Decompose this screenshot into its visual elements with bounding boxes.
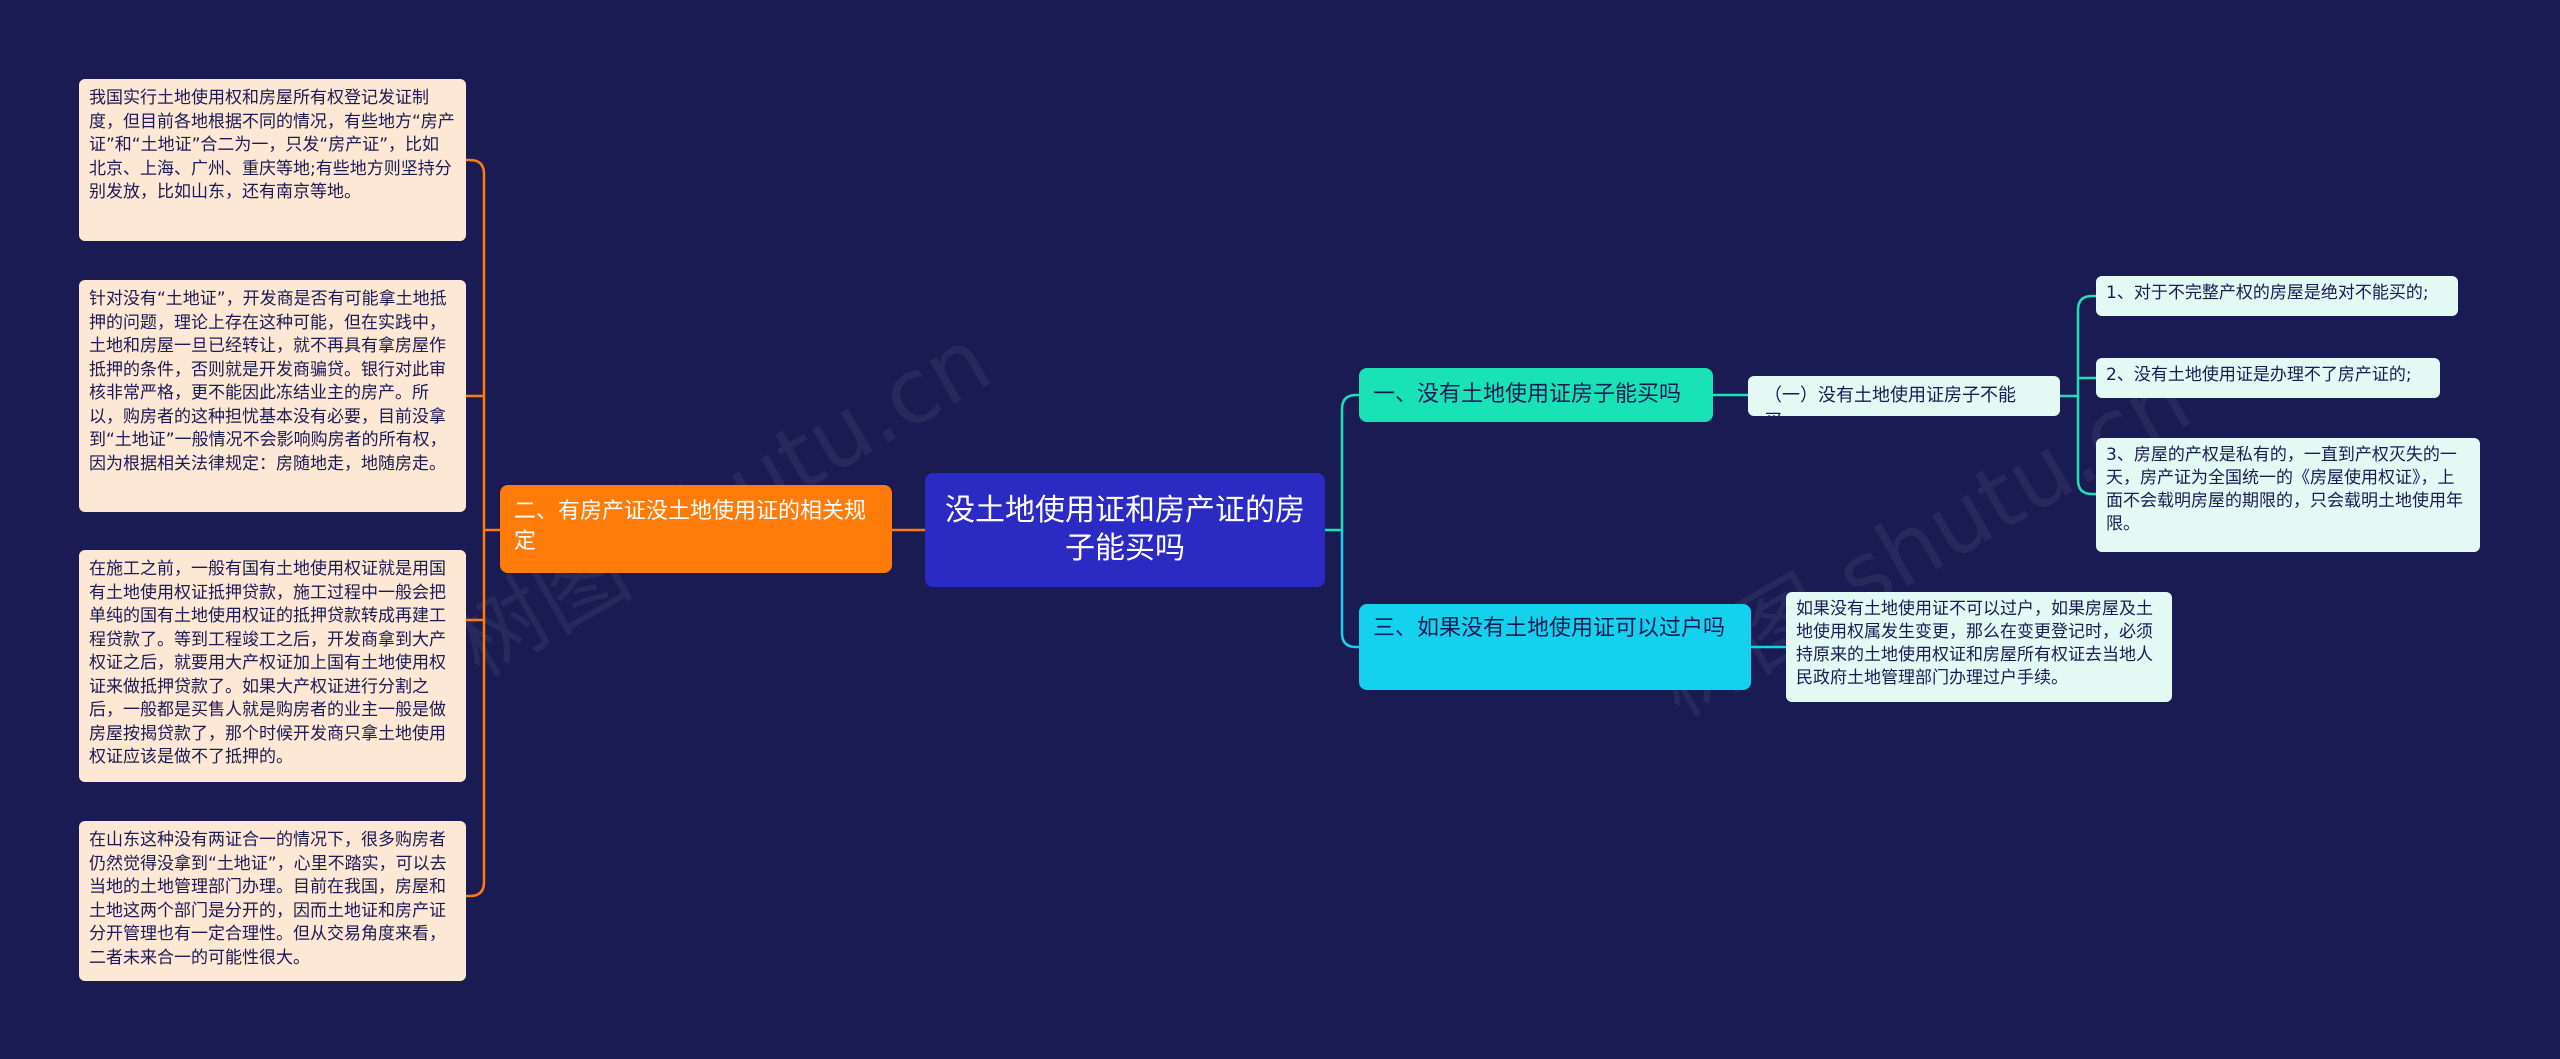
- leaf-2[interactable]: 2、没有土地使用证是办理不了房产证的;: [2096, 358, 2440, 398]
- note-4-text: 在山东这种没有两证合一的情况下，很多购房者仍然觉得没拿到“土地证”，心里不踏实，…: [89, 830, 447, 968]
- leaf-transfer-text: 如果没有土地使用证不可以过户，如果房屋及土地使用权属发生变更，那么在变更登记时，…: [1796, 599, 2153, 688]
- root-topic-text: 没土地使用证和房产证的房子能买吗: [945, 493, 1305, 566]
- note-1-text: 我国实行土地使用权和房屋所有权登记发证制度，但目前各地根据不同的情况，有些地方“…: [89, 88, 455, 202]
- leaf-transfer[interactable]: 如果没有土地使用证不可以过户，如果房屋及土地使用权属发生变更，那么在变更登记时，…: [1786, 592, 2172, 702]
- sub-topic-label: （一）没有土地使用证房子不能买。: [1764, 385, 2016, 432]
- root-topic[interactable]: 没土地使用证和房产证的房子能买吗: [925, 473, 1325, 587]
- leaf-1[interactable]: 1、对于不完整产权的房屋是绝对不能买的;: [2096, 276, 2458, 316]
- note-4[interactable]: 在山东这种没有两证合一的情况下，很多购房者仍然觉得没拿到“土地证”，心里不踏实，…: [79, 821, 466, 981]
- branch-1-label: 一、没有土地使用证房子能买吗: [1373, 382, 1682, 407]
- leaf-3[interactable]: 3、房屋的产权是私有的，一直到产权灭失的一天，房产证为全国统一的《房屋使用权证》…: [2096, 438, 2480, 552]
- branch-3-transfer[interactable]: 三、如果没有土地使用证可以过户吗: [1359, 604, 1751, 690]
- note-2[interactable]: 针对没有“土地证”，开发商是否有可能拿土地抵押的问题，理论上存在这种可能，但在实…: [79, 280, 466, 512]
- note-1[interactable]: 我国实行土地使用权和房屋所有权登记发证制度，但目前各地根据不同的情况，有些地方“…: [79, 79, 466, 241]
- note-3-text: 在施工之前，一般有国有土地使用权证就是用国有土地使用权证抵押贷款，施工过程中一般…: [89, 559, 446, 767]
- branch-2-related-rules[interactable]: 二、有房产证没土地使用证的相关规定: [500, 485, 892, 573]
- sub-topic-cannot-buy[interactable]: （一）没有土地使用证房子不能买。: [1748, 376, 2060, 432]
- branch-1-can-buy[interactable]: 一、没有土地使用证房子能买吗: [1359, 368, 1713, 422]
- leaf-3-text: 3、房屋的产权是私有的，一直到产权灭失的一天，房产证为全国统一的《房屋使用权证》…: [2106, 445, 2463, 534]
- branch-2-label: 二、有房产证没土地使用证的相关规定: [514, 499, 867, 554]
- branch-3-label: 三、如果没有土地使用证可以过户吗: [1373, 616, 1726, 641]
- note-3[interactable]: 在施工之前，一般有国有土地使用权证就是用国有土地使用权证抵押贷款，施工过程中一般…: [79, 550, 466, 782]
- leaf-1-text: 1、对于不完整产权的房屋是绝对不能买的;: [2106, 283, 2429, 303]
- leaf-2-text: 2、没有土地使用证是办理不了房产证的;: [2106, 365, 2412, 385]
- note-2-text: 针对没有“土地证”，开发商是否有可能拿土地抵押的问题，理论上存在这种可能，但在实…: [89, 289, 447, 474]
